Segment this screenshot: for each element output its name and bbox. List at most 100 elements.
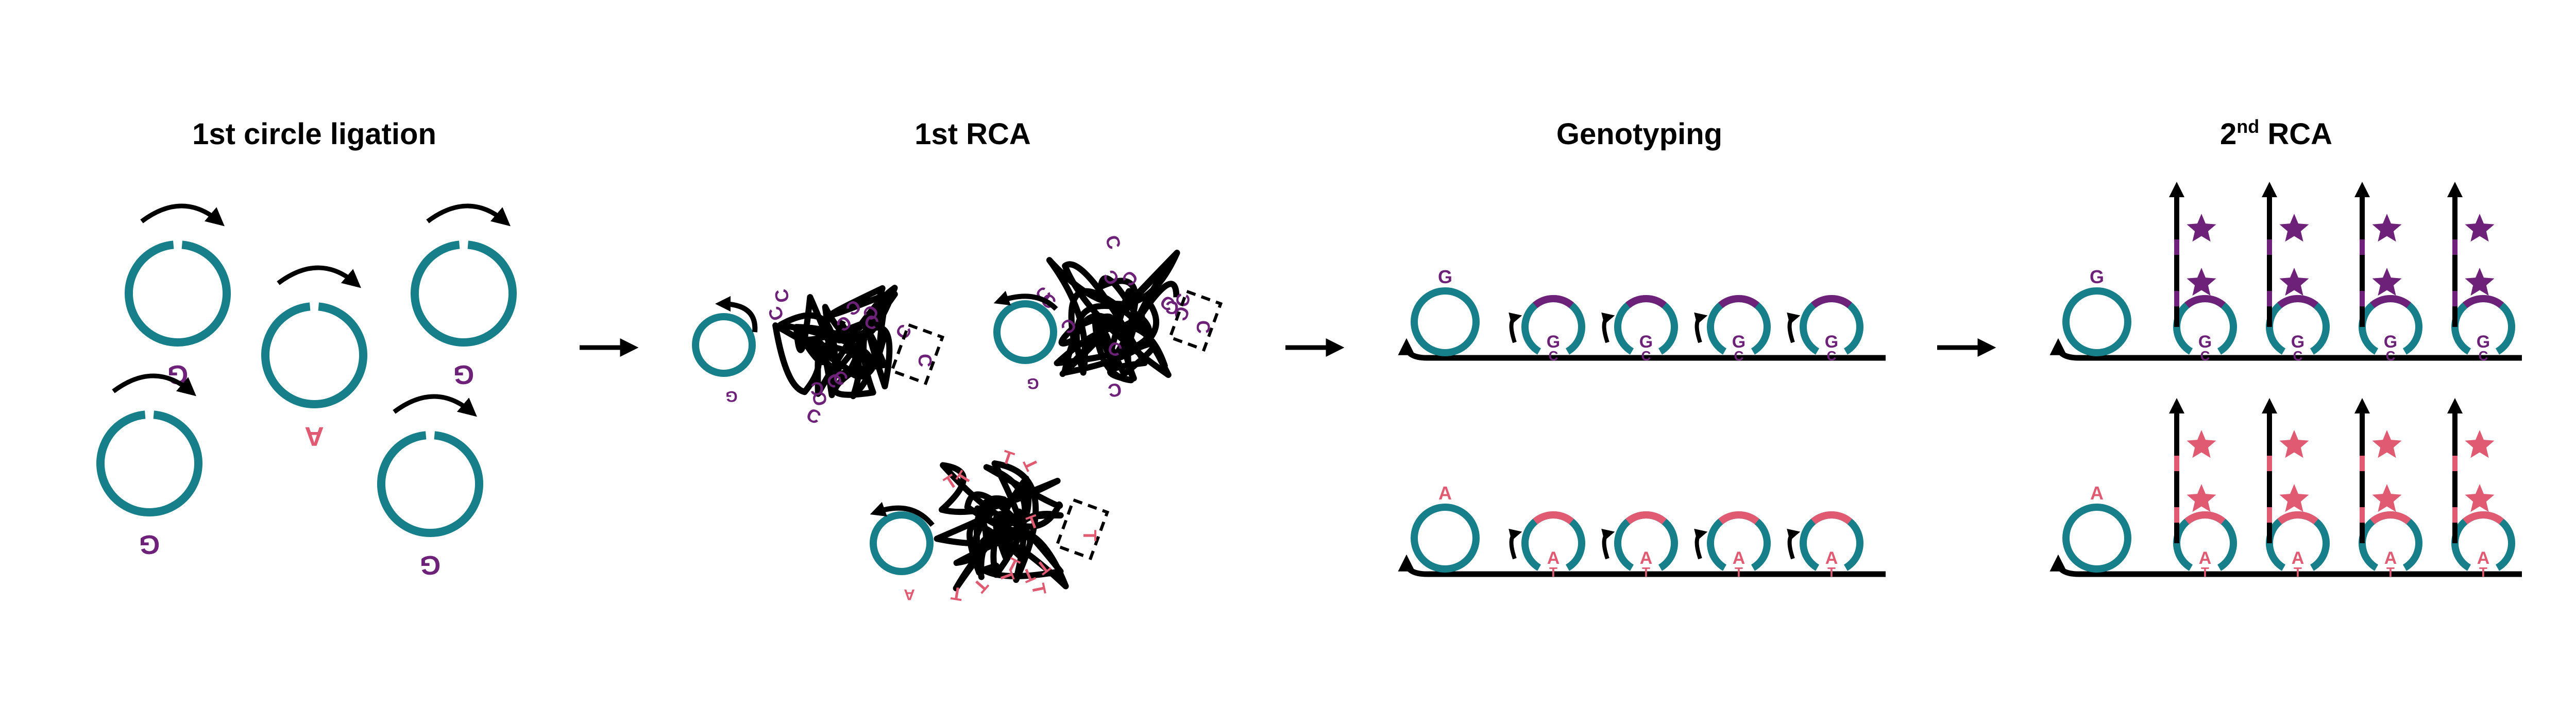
curved-arrow-icon [277,265,361,288]
circle-probe [96,410,202,516]
base-label: G [1027,375,1039,392]
star-icon [2465,214,2495,242]
base-label: C [2200,348,2210,364]
dashed-box [1055,498,1110,560]
circle-probe [692,313,756,377]
base-label: T [2479,564,2487,580]
rca-strand [1398,338,1886,361]
circle-probe [2062,504,2131,573]
base-label: A [2090,482,2104,504]
base-label: T [999,446,1016,470]
base-label: T [2201,564,2209,580]
strand-arrow [715,296,758,333]
base-label: G [725,388,737,405]
circle-probe [2062,287,2131,356]
arrow-up-icon [1694,528,1708,560]
base-label: C [803,404,824,428]
base-label: A [1825,548,1838,568]
base-label: G [1547,332,1560,352]
base-label: C [1549,348,1558,364]
base-label: T [950,582,964,605]
base-label: T [1642,564,1650,580]
base-label: T [2294,564,2302,580]
star-icon [2187,214,2216,242]
probe-segment [2370,295,2411,308]
base-label: G [1639,332,1653,352]
base-label: C [1734,348,1744,364]
circle-probe [125,240,231,347]
padlock-circle: G [377,394,483,580]
base-label: A [304,421,324,451]
star-icon [2279,430,2309,458]
arrow-up-icon [1601,312,1615,343]
probe-segment [1811,295,1852,308]
curved-arrow-icon [112,373,196,396]
base-label: C [2479,348,2488,364]
base-label: G [2477,332,2490,352]
base-label: C [2386,348,2396,364]
probe-segment [2370,511,2411,525]
base-label: G [420,550,440,580]
base-label: C [1101,233,1125,252]
base-label: C [891,320,916,343]
base-label: A [2477,548,2490,568]
base-label: T [969,575,992,597]
base-label: G [2291,332,2304,352]
base-label: T [2386,564,2395,580]
probe-segment [1811,511,1852,525]
padlock-circle: G [96,373,202,559]
base-label: C [914,354,936,367]
probe-segment [2277,295,2318,308]
star-icon [2465,430,2495,458]
base-label: G [1732,332,1745,352]
base-label: A [1640,548,1653,568]
star-icon [2187,484,2216,512]
base-label: T [1827,564,1836,580]
arrow-up-icon [1787,312,1801,343]
title-rca2-rest: RCA [2259,117,2332,151]
probe-segment [2184,295,2226,308]
probe-segment [1533,295,1574,308]
padlock-circle: G [411,203,517,389]
base-label: A [1733,548,1745,568]
star-icon [2279,484,2309,512]
arrow-up-icon [1694,312,1708,343]
rca-strand [772,285,898,400]
padlock-circle: G [125,203,231,389]
base-label: A [1438,482,1452,504]
base-label: G [139,529,160,559]
probe-segment [2277,511,2318,525]
star-icon [2279,268,2309,296]
rca-strand [934,460,1069,592]
star-icon [2187,268,2216,296]
base-label: G [1825,332,1838,352]
base-label: C [770,288,793,304]
probe-segment [1718,511,1759,525]
padlock-circle: A [261,265,367,451]
circle-probe [1411,504,1480,573]
base-label: A [2292,548,2304,568]
star-icon [2372,430,2402,458]
base-label: T [1079,530,1100,541]
base-label: T [1549,564,1557,580]
star-icon [2372,268,2402,296]
star-icon [2372,484,2402,512]
probe-segment [2463,295,2504,308]
title-rca2-base: 2 [2220,117,2236,151]
title-rca1: 1st RCA [914,117,1031,151]
title-rca2: 2nd RCA [2220,116,2332,151]
title-rca2-sup: nd [2236,116,2259,137]
circle-probe [993,300,1057,364]
rca-strand [1046,249,1180,384]
curved-arrow-icon [140,203,225,227]
title-circle-ligation: 1st circle ligation [192,117,436,151]
star-icon [2465,484,2495,512]
base-label: C [810,378,825,400]
probe-segment [1625,511,1667,525]
